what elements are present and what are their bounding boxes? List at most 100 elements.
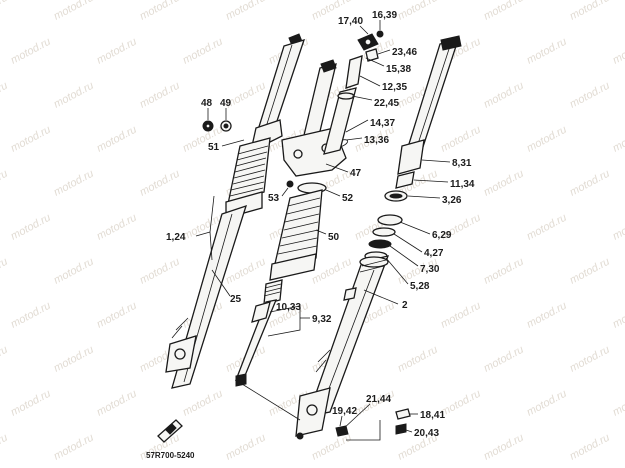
watermark-text: motod.ru	[95, 300, 139, 331]
label-6-29: 6,29	[432, 230, 452, 241]
oring-16-39	[376, 30, 384, 38]
center-boot-ribs	[277, 197, 321, 255]
right-fork-assembly	[295, 35, 462, 440]
washer-18-41	[395, 408, 411, 420]
watermark-text: motod.ru	[181, 388, 225, 419]
drain-bolt-19-42	[335, 425, 349, 437]
watermark-text: motod.ru	[439, 300, 483, 331]
label-16-39: 16,39	[372, 10, 397, 21]
watermark-text: motod.ru	[52, 432, 96, 463]
watermark-text: motod.ru	[525, 212, 569, 243]
watermark-text: motod.ru	[0, 432, 10, 463]
label-14-37: 14,37	[370, 118, 395, 129]
label-1-24: 1,24	[166, 232, 186, 243]
label-2: 2	[402, 300, 408, 311]
washer-22-45	[337, 92, 355, 100]
watermark-text: motod.ru	[396, 0, 440, 23]
slide-bushing-11-34	[395, 171, 415, 189]
outer-tube-boss	[343, 287, 357, 301]
label-8-31: 8,31	[452, 158, 472, 169]
damper-rod-end	[235, 373, 247, 387]
watermark-text: motod.ru	[0, 344, 10, 375]
watermark-text: motod.ru	[439, 388, 483, 419]
watermark-text: motod.ru	[482, 0, 526, 23]
label-47: 47	[350, 168, 362, 179]
watermark-text: motod.ru	[439, 124, 483, 155]
right-axle-hole	[306, 404, 318, 416]
watermark-text: motod.ru	[568, 0, 612, 23]
label-20-43: 20,43	[414, 428, 439, 439]
watermark-text: motod.ru	[224, 256, 268, 287]
label-21-44: 21,44	[366, 394, 391, 405]
watermark-text: motod.ru	[9, 36, 53, 67]
watermark-text: motod.ru	[9, 388, 53, 419]
rebound-spring	[263, 283, 282, 297]
spacer-12-35	[345, 55, 363, 89]
watermark-text: motod.ru	[95, 124, 139, 155]
watermark-text: motod.ru	[611, 124, 625, 155]
damper-rod-top	[263, 279, 283, 305]
watermark-text: motod.ru	[568, 256, 612, 287]
left-lug-detail	[171, 317, 189, 339]
watermark-text: motod.ru	[9, 212, 53, 243]
label-4-27: 4,27	[424, 248, 444, 259]
label-11-34: 11,34	[450, 179, 475, 190]
damper-tube-13-36	[323, 87, 357, 155]
watermark-text: motod.ru	[568, 432, 612, 463]
watermark-text: motod.ru	[568, 80, 612, 111]
oil-seal-6-29	[377, 214, 403, 226]
left-boot-ribs	[229, 145, 269, 197]
label-49: 49	[220, 98, 232, 109]
label-50: 50	[328, 232, 340, 243]
watermark-text: motod.ru	[138, 256, 182, 287]
label-7-30: 7,30	[420, 264, 440, 275]
watermark-text: motod.ru	[95, 212, 139, 243]
watermark-text: motod.ru	[52, 80, 96, 111]
watermark-text: motod.ru	[9, 300, 53, 331]
watermark-text: motod.ru	[138, 168, 182, 199]
diagram-code: 57R700-5240	[146, 451, 195, 460]
center-fork-assembly	[234, 59, 357, 387]
watermark-text: motod.ru	[310, 432, 354, 463]
left-fork-boot	[227, 137, 271, 205]
bolt-48	[202, 120, 214, 132]
slide-bushing-8-31	[397, 139, 425, 175]
watermark-text: motod.ru	[396, 344, 440, 375]
watermark-text: motod.ru	[525, 124, 569, 155]
label-9-32: 9,32	[312, 314, 332, 325]
label-51: 51	[208, 142, 220, 153]
watermark-text: motod.ru	[568, 168, 612, 199]
leader-lines	[195, 20, 451, 441]
watermark-text: motod.ru	[611, 36, 625, 67]
watermark-text: motod.ru	[482, 344, 526, 375]
right-tube-top	[440, 35, 462, 51]
label-10-33: 10,33	[276, 302, 301, 313]
watermark-text: motod.ru	[310, 256, 354, 287]
watermark-text: motod.ru	[0, 80, 10, 111]
watermark-text: motod.ru	[181, 36, 225, 67]
watermark-text: motod.ru	[52, 168, 96, 199]
label-15-38: 15,38	[386, 64, 411, 75]
watermark-text: motod.ru	[611, 212, 625, 243]
washer-53	[286, 180, 294, 188]
watermark-text: motod.ru	[95, 388, 139, 419]
part-labels: 17,40 16,39 23,46 15,38 12,35 22,45 14,3…	[146, 10, 475, 460]
label-48: 48	[201, 98, 213, 109]
watermark-text: motod.ru	[482, 80, 526, 111]
label-19-42: 19,42	[332, 406, 357, 417]
watermark-text: motod.ru	[568, 344, 612, 375]
watermark-text: motod.ru	[52, 256, 96, 287]
watermark-text: motod.ru	[224, 432, 268, 463]
label-5-28: 5,28	[410, 281, 430, 292]
left-axle-hole	[174, 348, 186, 360]
outer-tube-threads	[359, 259, 387, 273]
stem-top-nut	[320, 59, 337, 73]
right-lug-detail	[315, 349, 331, 373]
watermark-text: motod.ru	[9, 124, 53, 155]
watermark-text: motod.ru	[482, 168, 526, 199]
clip-23-46	[365, 48, 379, 62]
watermark-text: motod.ru	[52, 344, 96, 375]
washer-3-26-hole	[389, 193, 403, 199]
